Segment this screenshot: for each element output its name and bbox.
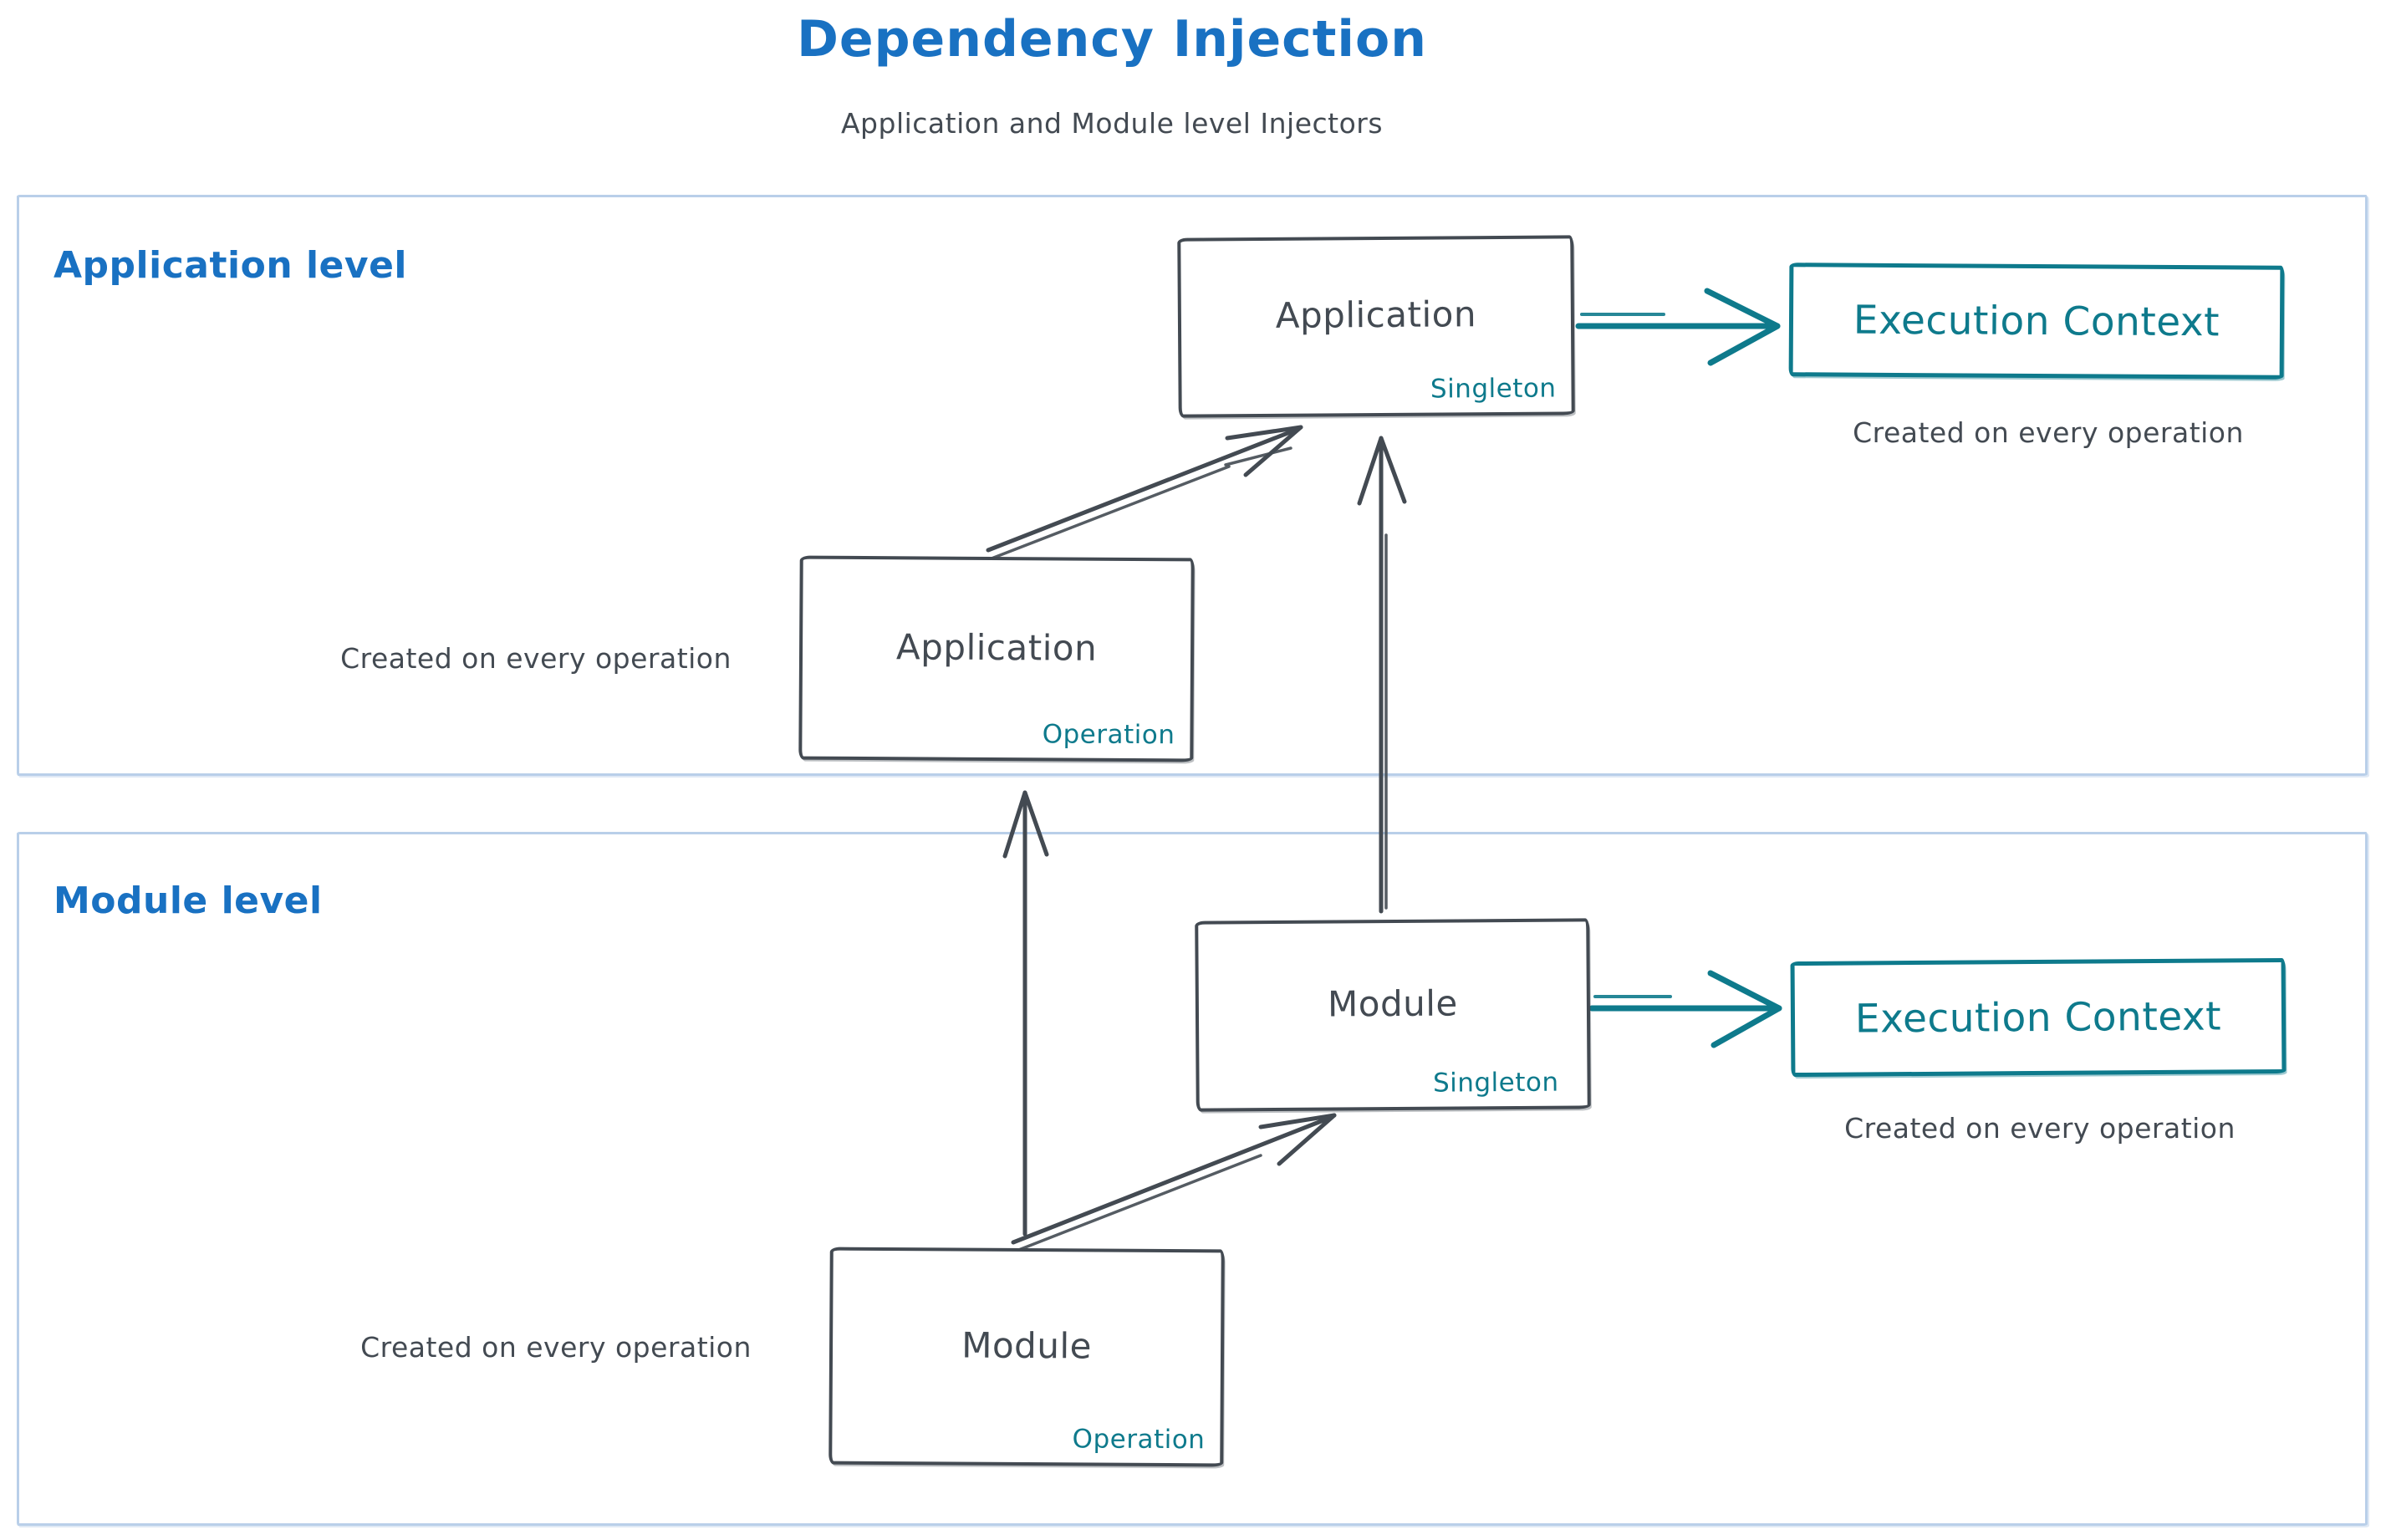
module-execution-context-box: Execution Context — [1790, 957, 2287, 1078]
module-execution-context-caption: Created on every operation — [1844, 1112, 2236, 1145]
application-operation-caption: Created on every operation — [340, 642, 732, 675]
module-execution-context-name: Execution Context — [1854, 992, 2222, 1043]
application-execution-context-box: Execution Context — [1788, 263, 2285, 380]
arrow-module-singleton-to-app-singleton — [1357, 436, 1407, 914]
module-operation-name: Module — [961, 1324, 1093, 1366]
module-level-label: Module level — [54, 880, 323, 922]
module-operation-box: Module Operation — [828, 1247, 1225, 1467]
module-level-frame — [17, 832, 2368, 1526]
arrow-app-operation-to-app-singleton — [986, 425, 1303, 560]
application-operation-name: Application — [895, 625, 1098, 669]
diagram-subtitle: Application and Module level Injectors — [840, 107, 1384, 140]
application-level-frame — [17, 195, 2368, 776]
module-singleton-scope-badge: Singleton — [1432, 1067, 1559, 1099]
arrow-module-singleton-to-exec — [1588, 970, 1782, 1048]
application-execution-context-name: Execution Context — [1853, 297, 2220, 345]
arrow-app-singleton-to-exec — [1575, 288, 1781, 366]
application-execution-context-caption: Created on every operation — [1853, 416, 2244, 449]
application-singleton-box: Application Singleton — [1177, 235, 1575, 418]
module-singleton-name: Module — [1327, 982, 1458, 1025]
module-singleton-box: Module Singleton — [1195, 918, 1591, 1112]
arrow-module-operation-to-app-operation — [1002, 790, 1049, 1237]
arrow-module-operation-to-module-singleton — [1011, 1113, 1337, 1252]
application-operation-box: Application Operation — [798, 555, 1195, 762]
application-operation-scope-badge: Operation — [1042, 719, 1175, 751]
module-operation-caption: Created on every operation — [360, 1331, 752, 1364]
application-singleton-name: Application — [1275, 293, 1477, 336]
module-operation-scope-badge: Operation — [1072, 1424, 1206, 1456]
diagram-title: Dependency Injection — [797, 10, 1427, 69]
application-level-label: Application level — [54, 244, 407, 287]
application-singleton-scope-badge: Singleton — [1430, 373, 1557, 405]
